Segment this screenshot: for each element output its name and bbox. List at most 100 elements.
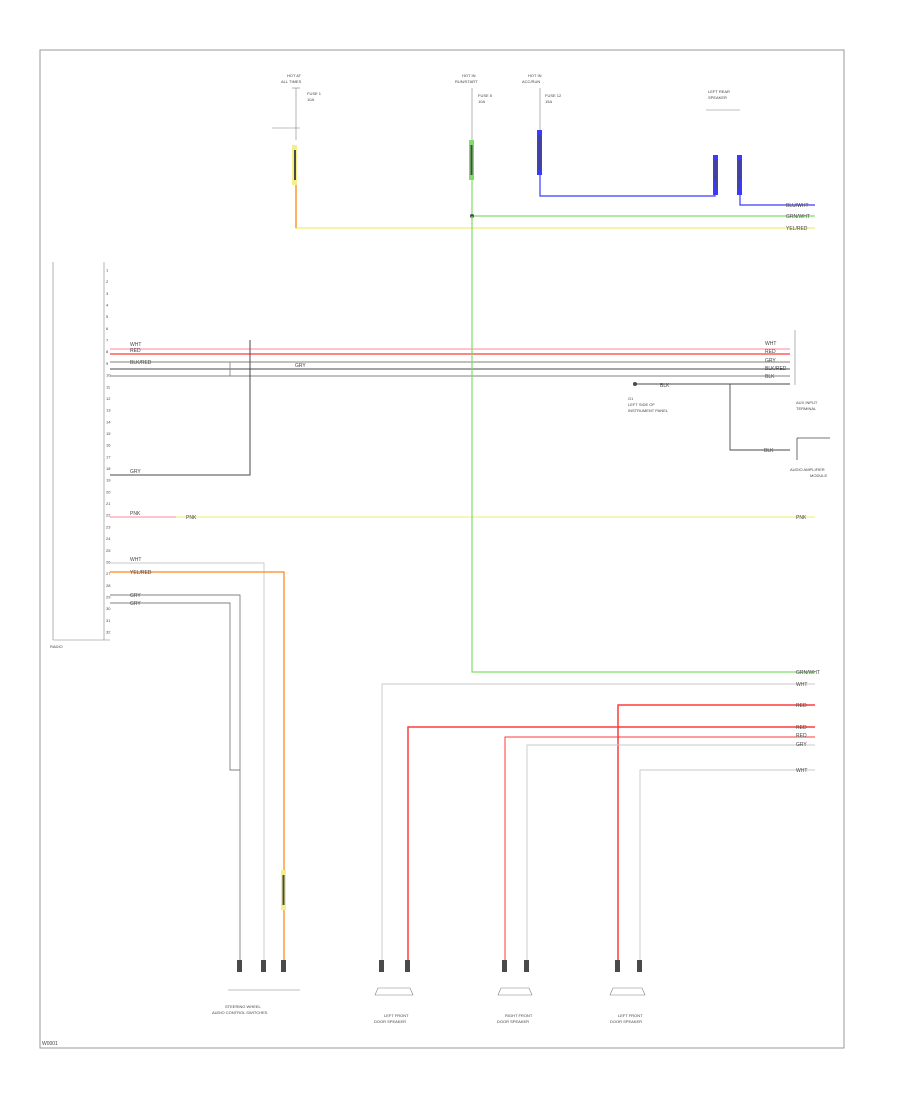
source-3-fuse-rating: 15A xyxy=(545,99,552,104)
ground-label-2: LEFT SIDE OF xyxy=(628,402,655,407)
pin-number: 9 xyxy=(106,361,109,366)
pin-number: 20 xyxy=(106,489,111,494)
pin-number: 32 xyxy=(106,630,111,635)
pin-wire-2: RED xyxy=(130,348,141,354)
source-4-line-1: LEFT REAR xyxy=(708,89,730,94)
sw-wire-4: GRY xyxy=(130,601,141,607)
pin-number: 6 xyxy=(106,326,109,331)
pin-number: 13 xyxy=(106,408,111,413)
c3-label-2: DOOR SPEAKER xyxy=(497,1019,529,1024)
pin-number: 28 xyxy=(106,583,111,588)
c4-label-2: DOOR SPEAKER xyxy=(610,1019,642,1024)
diagram-id: W0001 xyxy=(42,1041,58,1047)
wire-label-13: RED xyxy=(796,725,807,731)
pin-number: 25 xyxy=(106,548,111,553)
source-1-line-2: ALL TIMES xyxy=(281,79,302,84)
pin-number: 4 xyxy=(106,303,109,308)
wire-label-1: BLU/WHT xyxy=(786,203,809,209)
amp-label-2: MODULE xyxy=(810,473,827,478)
wire-label-15: GRY xyxy=(796,742,807,748)
source-3-fuse: FUSE 12 xyxy=(545,93,562,98)
wire-label-4: WHT xyxy=(765,341,776,347)
diagram-border xyxy=(39,49,845,1049)
ground-label-1: G1 xyxy=(628,396,634,401)
ground-label-3: INSTRUMENT PANEL xyxy=(628,408,669,413)
pin-number: 12 xyxy=(106,396,111,401)
source-2-line-2: RUN/START xyxy=(455,79,478,84)
wire-label-6: GRY xyxy=(765,358,776,364)
pin-number: 21 xyxy=(106,501,111,506)
pin-number: 17 xyxy=(106,454,111,459)
component-speaker-2: RIGHT FRONT DOOR SPEAKER xyxy=(497,960,533,1024)
source-3-line-1: HOT IN xyxy=(528,73,542,78)
sw-wire-1: WHT xyxy=(130,557,141,563)
c4-label-1: LEFT FRONT xyxy=(618,1013,643,1018)
source-left-rear-speaker: LEFT REAR SPEAKER xyxy=(706,89,742,195)
wire-label-10: GRN/WHT xyxy=(796,670,820,676)
source-3-line-2: ACC/RUN xyxy=(522,79,540,84)
wire-label-12: RED xyxy=(796,703,807,709)
pin-number: 14 xyxy=(106,419,111,424)
wire-label-16: WHT xyxy=(796,768,807,774)
pin-number: 15 xyxy=(106,431,111,436)
pin-wire-5: GRY xyxy=(130,469,141,475)
c3-label-1: RIGHT FRONT xyxy=(505,1013,533,1018)
pin-number: 16 xyxy=(106,443,111,448)
antenna-label-1: AUX INPUT xyxy=(796,400,818,405)
pin-number: 18 xyxy=(106,466,111,471)
source-4-line-2: SPEAKER xyxy=(708,95,727,100)
source-2-fuse: FUSE 5 xyxy=(478,93,493,98)
pin-wire-1: WHT xyxy=(130,342,141,348)
wire-label-11: WHT xyxy=(796,682,807,688)
pin-number: 5 xyxy=(106,314,109,319)
pin-number: 31 xyxy=(106,618,111,623)
pink-wire-label-2: PNK xyxy=(186,515,197,521)
pin-number: 29 xyxy=(106,594,111,599)
pin-number: 3 xyxy=(106,291,109,296)
source-1-fuse: FUSE 1 xyxy=(307,91,322,96)
source-hot-at-all-times: HOT AT ALL TIMES FUSE 1 10A xyxy=(272,73,322,185)
pin-number: 30 xyxy=(106,606,111,611)
wire-label-14: RED xyxy=(796,733,807,739)
c1-label-2: AUDIO CONTROL SWITCHES xyxy=(212,1010,268,1015)
pin-number: 8 xyxy=(106,349,109,354)
wire-label-5: RED xyxy=(765,349,776,355)
wire-label-3: YEL/RED xyxy=(786,226,808,232)
wire-label-2: GRN/WHT xyxy=(786,214,810,220)
pin-number: 10 xyxy=(106,373,111,378)
wire-label-8: BLK xyxy=(765,374,775,380)
c2-label-2: DOOR SPEAKER xyxy=(374,1019,406,1024)
component-speaker-3: LEFT FRONT DOOR SPEAKER xyxy=(609,960,646,1024)
source-hot-in-acc-run: HOT IN ACC/RUN FUSE 12 15A xyxy=(522,73,562,175)
antenna-label-2: TERMINAL xyxy=(796,406,817,411)
pin-number: 24 xyxy=(106,536,111,541)
source-2-fuse-rating: 10A xyxy=(478,99,485,104)
source-hot-in-run-start: HOT IN RUN/START FUSE 5 10A xyxy=(455,73,493,180)
pin-wire-3: BLK/RED xyxy=(130,360,152,366)
ground-wire-label: BLK xyxy=(660,383,670,389)
sw-wire-2: YEL/RED xyxy=(130,570,152,576)
pin-wire-4: GRY xyxy=(295,363,306,369)
c1-label-1: STEERING WHEEL xyxy=(225,1004,262,1009)
wire-label-7: BLK/RED xyxy=(765,366,787,372)
pink-wire-label: PNK xyxy=(130,511,141,517)
pin-number: 2 xyxy=(106,279,109,284)
pin-number: 27 xyxy=(106,571,111,576)
pin-number: 22 xyxy=(106,513,111,518)
sw-wire-3: GRY xyxy=(130,593,141,599)
pin-number: 1 xyxy=(106,268,109,273)
pin-number: 19 xyxy=(106,478,111,483)
radio-connector: RADIO 1234567891011121314151617181920212… xyxy=(50,262,111,649)
source-1-fuse-rating: 10A xyxy=(307,97,314,102)
radio-label: RADIO xyxy=(50,644,63,649)
c2-label-1: LEFT FRONT xyxy=(384,1013,409,1018)
pin-number: 23 xyxy=(106,524,111,529)
pin-number: 26 xyxy=(106,559,111,564)
pin-number: 11 xyxy=(106,384,111,389)
component-speaker-1: LEFT FRONT DOOR SPEAKER xyxy=(374,960,414,1024)
source-2-line-1: HOT IN xyxy=(462,73,476,78)
pin-number: 7 xyxy=(106,338,109,343)
wire-label-9: PNK xyxy=(796,515,807,521)
source-1-line-1: HOT AT xyxy=(287,73,302,78)
